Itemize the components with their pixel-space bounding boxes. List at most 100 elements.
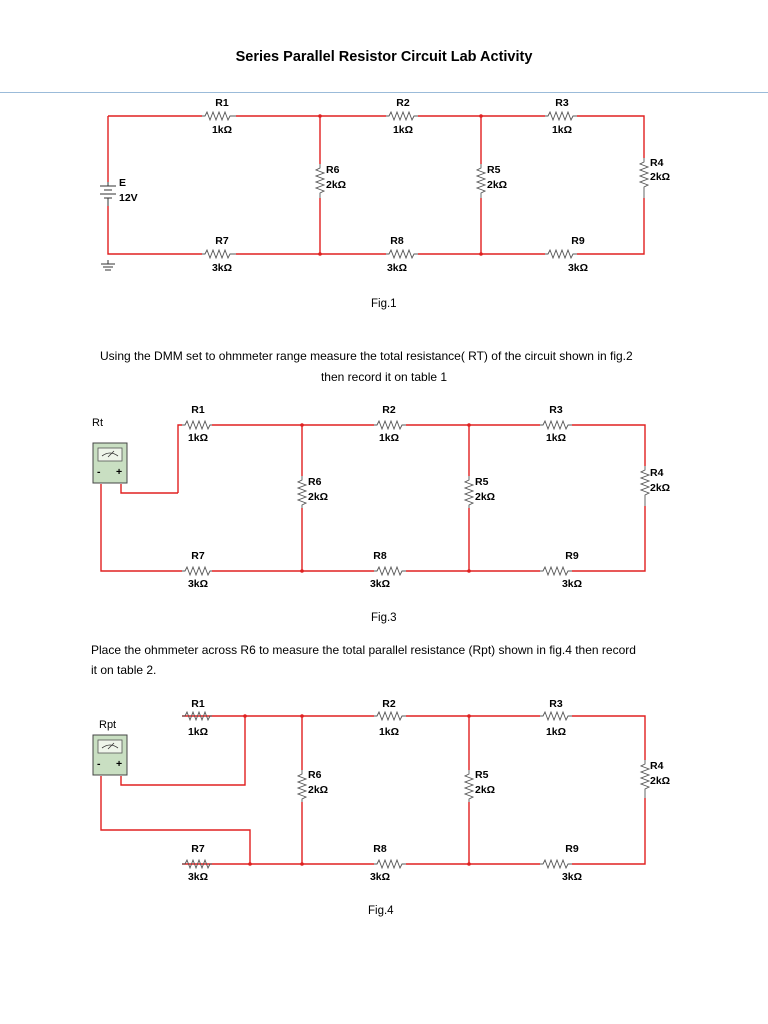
page-title: Series Parallel Resistor Circuit Lab Act… <box>235 49 533 65</box>
resistor-r6-symbol <box>296 770 308 802</box>
r3-label: R3 <box>555 97 569 109</box>
r8-value: 3kΩ <box>370 871 390 883</box>
r3-value: 1kΩ <box>546 726 566 738</box>
resistor-r5-symbol <box>463 770 475 802</box>
r9-label: R9 <box>565 843 579 855</box>
r2-label: R2 <box>396 97 410 109</box>
r6-value: 2kΩ <box>326 179 346 191</box>
r1-value: 1kΩ <box>188 432 208 444</box>
r4-label: R4 <box>650 467 664 479</box>
resistor-r2-symbol <box>374 419 406 431</box>
resistor-r3-symbol <box>540 710 572 722</box>
r8-label: R8 <box>390 235 404 247</box>
instruction-2-line-2: it on table 2. <box>91 663 157 677</box>
r7-label: R7 <box>191 843 205 855</box>
r1-label: R1 <box>191 404 205 416</box>
meter-plus: + <box>116 758 122 770</box>
resistor-r9-symbol <box>545 248 577 260</box>
r4-value: 2kΩ <box>650 482 670 494</box>
r5-value: 2kΩ <box>475 491 495 503</box>
resistor-r3-symbol <box>545 110 577 122</box>
resistor-r4-symbol <box>639 466 651 506</box>
r3-label: R3 <box>549 698 563 710</box>
ohmmeter-icon: - + <box>92 734 128 776</box>
source-name: E <box>119 177 126 189</box>
resistor-r5-symbol <box>463 476 475 508</box>
r1-value: 1kΩ <box>188 726 208 738</box>
r3-value: 1kΩ <box>552 124 572 136</box>
title-divider <box>0 92 768 93</box>
resistor-r2-symbol <box>374 710 406 722</box>
r5-label: R5 <box>475 769 489 781</box>
r7-value: 3kΩ <box>188 578 208 590</box>
r8-value: 3kΩ <box>370 578 390 590</box>
r7-value: 3kΩ <box>188 871 208 883</box>
resistor-r1-symbol <box>182 419 212 431</box>
resistor-r1-symbol <box>202 110 236 122</box>
r2-value: 1kΩ <box>379 432 399 444</box>
r3-value: 1kΩ <box>546 432 566 444</box>
fig4-caption: Fig.4 <box>368 905 394 917</box>
r8-label: R8 <box>373 843 387 855</box>
r5-value: 2kΩ <box>475 784 495 796</box>
r5-value: 2kΩ <box>487 179 507 191</box>
r9-value: 3kΩ <box>568 262 588 274</box>
r4-value: 2kΩ <box>650 171 670 183</box>
r5-label: R5 <box>487 164 501 176</box>
r9-label: R9 <box>571 235 585 247</box>
r7-value: 3kΩ <box>212 262 232 274</box>
r6-value: 2kΩ <box>308 784 328 796</box>
resistor-r4-symbol <box>639 760 651 798</box>
battery-icon <box>100 182 116 206</box>
resistor-r8-symbol <box>386 248 418 260</box>
r1-label: R1 <box>191 698 205 710</box>
r4-label: R4 <box>650 157 664 169</box>
fig1-caption: Fig.1 <box>371 298 397 310</box>
r8-label: R8 <box>373 550 387 562</box>
circuit-fig3: - + Rt R1 1kΩ R2 1kΩ R3 1kΩ R4 2kΩ R5 2k… <box>92 404 670 590</box>
instruction-1-line-2: then record it on table 1 <box>320 370 448 384</box>
resistor-r7-symbol <box>182 858 212 870</box>
meter-label-rpt: Rpt <box>99 719 116 731</box>
r7-label: R7 <box>191 550 205 562</box>
fig4-wires <box>100 715 646 865</box>
resistor-r7-symbol <box>202 248 236 260</box>
resistor-r8-symbol <box>374 565 406 577</box>
r6-label: R6 <box>308 769 322 781</box>
resistor-r4-symbol <box>638 158 650 198</box>
r1-label: R1 <box>215 97 229 109</box>
r1-value: 1kΩ <box>212 124 232 136</box>
resistor-r2-symbol <box>386 110 418 122</box>
fig3-wires <box>100 424 646 572</box>
ground-icon <box>101 260 115 271</box>
resistor-r6-symbol <box>314 164 326 198</box>
r2-label: R2 <box>382 698 396 710</box>
circuit-fig4: - + Rpt R1 1kΩ R2 1kΩ R3 1kΩ R4 2kΩ R5 2… <box>92 698 670 883</box>
meter-label-rt: Rt <box>92 417 103 429</box>
source-value: 12V <box>119 192 138 204</box>
r4-label: R4 <box>650 760 664 772</box>
meter-minus: - <box>97 466 101 478</box>
r9-value: 3kΩ <box>562 578 582 590</box>
fig1-wires <box>107 115 645 255</box>
instruction-1-line-1: Using the DMM set to ohmmeter range meas… <box>100 349 633 363</box>
meter-plus: + <box>116 466 122 478</box>
resistor-r6-symbol <box>296 476 308 508</box>
r9-value: 3kΩ <box>562 871 582 883</box>
r3-label: R3 <box>549 404 563 416</box>
instruction-2-line-1: Place the ohmmeter across R6 to measure … <box>91 643 636 657</box>
resistor-r1-symbol <box>182 710 212 722</box>
resistor-r8-symbol <box>374 858 406 870</box>
r6-value: 2kΩ <box>308 491 328 503</box>
r2-label: R2 <box>382 404 396 416</box>
r7-label: R7 <box>215 235 229 247</box>
r6-label: R6 <box>326 164 340 176</box>
circuit-fig1: E 12V R1 1kΩ R2 1kΩ R3 1kΩ R4 2kΩ R5 2kΩ… <box>100 97 670 274</box>
resistor-r9-symbol <box>540 565 572 577</box>
r9-label: R9 <box>565 550 579 562</box>
fig3-caption: Fig.3 <box>371 612 397 624</box>
r8-value: 3kΩ <box>387 262 407 274</box>
r2-value: 1kΩ <box>393 124 413 136</box>
ohmmeter-icon: - + <box>92 442 128 484</box>
resistor-r7-symbol <box>182 565 212 577</box>
